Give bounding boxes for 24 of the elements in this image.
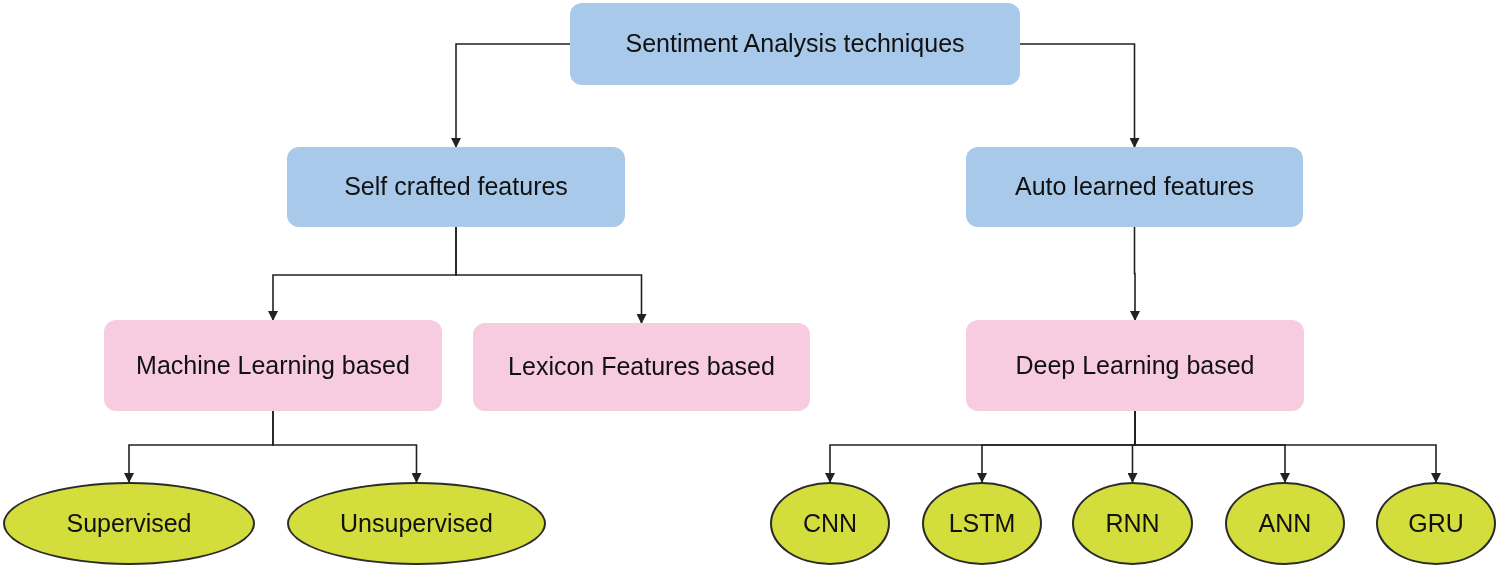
node-label: Auto learned features — [1014, 171, 1255, 203]
rounded-box — [570, 3, 1020, 85]
node-label: Unsupervised — [340, 507, 493, 539]
node-label: ANN — [1258, 507, 1312, 539]
node-label: LSTM — [948, 507, 1016, 539]
node-label: RNN — [1105, 507, 1160, 539]
rounded-box — [104, 320, 442, 411]
arrow — [1019, 43, 1140, 148]
arrow — [272, 410, 422, 483]
arrow — [451, 43, 571, 148]
node-label: Lexicon Features based — [508, 351, 775, 383]
node-label: CNN — [802, 507, 858, 539]
node-label: GRU — [1408, 507, 1464, 539]
node-label: Sentiment Analysis techniques — [625, 28, 965, 60]
node-label: Deep Learning based — [1015, 349, 1255, 381]
arrow — [1130, 226, 1140, 321]
rounded-box — [966, 320, 1304, 411]
rounded-box — [473, 323, 810, 411]
arrow — [455, 226, 647, 324]
node-label: Machine Learning based — [136, 349, 410, 381]
node-label: Supervised — [66, 507, 192, 539]
rounded-box — [966, 147, 1303, 227]
node-label: Self crafted features — [344, 171, 568, 203]
rounded-box — [287, 147, 625, 227]
